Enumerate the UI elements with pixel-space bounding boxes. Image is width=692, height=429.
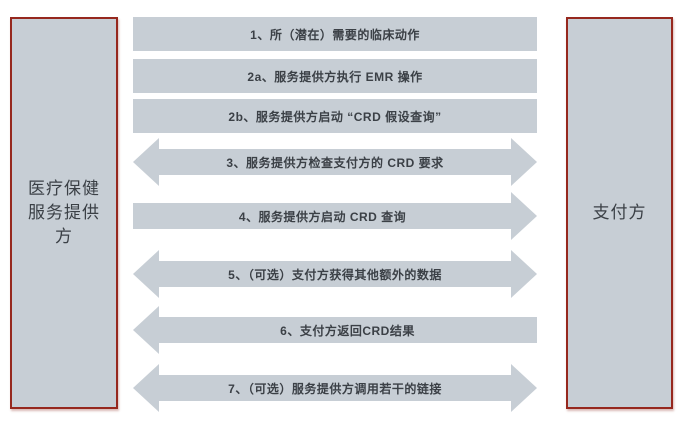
step-4-right-arrow: 4、服务提供方启动 CRD 查询 <box>133 192 537 240</box>
step-5-bidirectional-arrow: 5、（可选）支付方获得其他额外的数据 <box>133 250 537 298</box>
step-4-shaft: 4、服务提供方启动 CRD 查询 <box>133 203 512 229</box>
step-2b-bar: 2b、服务提供方启动 “CRD 假设查询” <box>133 99 537 133</box>
step-3-bidirectional-arrow: 3、服务提供方检查支付方的 CRD 要求 <box>133 138 537 186</box>
left-arrowhead-icon <box>133 138 159 186</box>
provider-actor-label: 医疗保健服务提供方 <box>28 179 100 246</box>
right-arrowhead-icon <box>511 364 537 412</box>
payer-actor-label: 支付方 <box>592 203 647 222</box>
left-arrowhead-icon <box>133 250 159 298</box>
right-arrowhead-icon <box>511 250 537 298</box>
step-7-shaft: 7、（可选）服务提供方调用若干的链接 <box>158 375 512 401</box>
step-2b-label: 2b、服务提供方启动 “CRD 假设查询” <box>228 109 442 124</box>
left-arrowhead-icon <box>133 364 159 412</box>
step-5-label: 5、（可选）支付方获得其他额外的数据 <box>228 267 442 282</box>
left-arrowhead-icon <box>133 306 159 354</box>
step-6-label: 6、支付方返回CRD结果 <box>280 323 415 338</box>
step-2a-bar: 2a、服务提供方执行 EMR 操作 <box>133 59 537 93</box>
payer-actor-box: 支付方 <box>566 17 673 409</box>
step-4-label: 4、服务提供方启动 CRD 查询 <box>238 209 407 224</box>
step-1-bar: 1、所（潜在）需要的临床动作 <box>133 17 537 51</box>
step-2a-label: 2a、服务提供方执行 EMR 操作 <box>247 69 423 84</box>
step-6-left-arrow: 6、支付方返回CRD结果 <box>133 306 537 354</box>
step-5-shaft: 5、（可选）支付方获得其他额外的数据 <box>158 261 512 287</box>
step-3-shaft: 3、服务提供方检查支付方的 CRD 要求 <box>158 149 512 175</box>
provider-actor-box: 医疗保健服务提供方 <box>10 17 118 409</box>
step-7-label: 7、（可选）服务提供方调用若干的链接 <box>228 381 442 396</box>
step-1-label: 1、所（潜在）需要的临床动作 <box>250 27 420 42</box>
step-3-label: 3、服务提供方检查支付方的 CRD 要求 <box>226 155 444 170</box>
step-7-bidirectional-arrow: 7、（可选）服务提供方调用若干的链接 <box>133 364 537 412</box>
right-arrowhead-icon <box>511 192 537 240</box>
right-arrowhead-icon <box>511 138 537 186</box>
step-6-shaft: 6、支付方返回CRD结果 <box>158 317 537 343</box>
